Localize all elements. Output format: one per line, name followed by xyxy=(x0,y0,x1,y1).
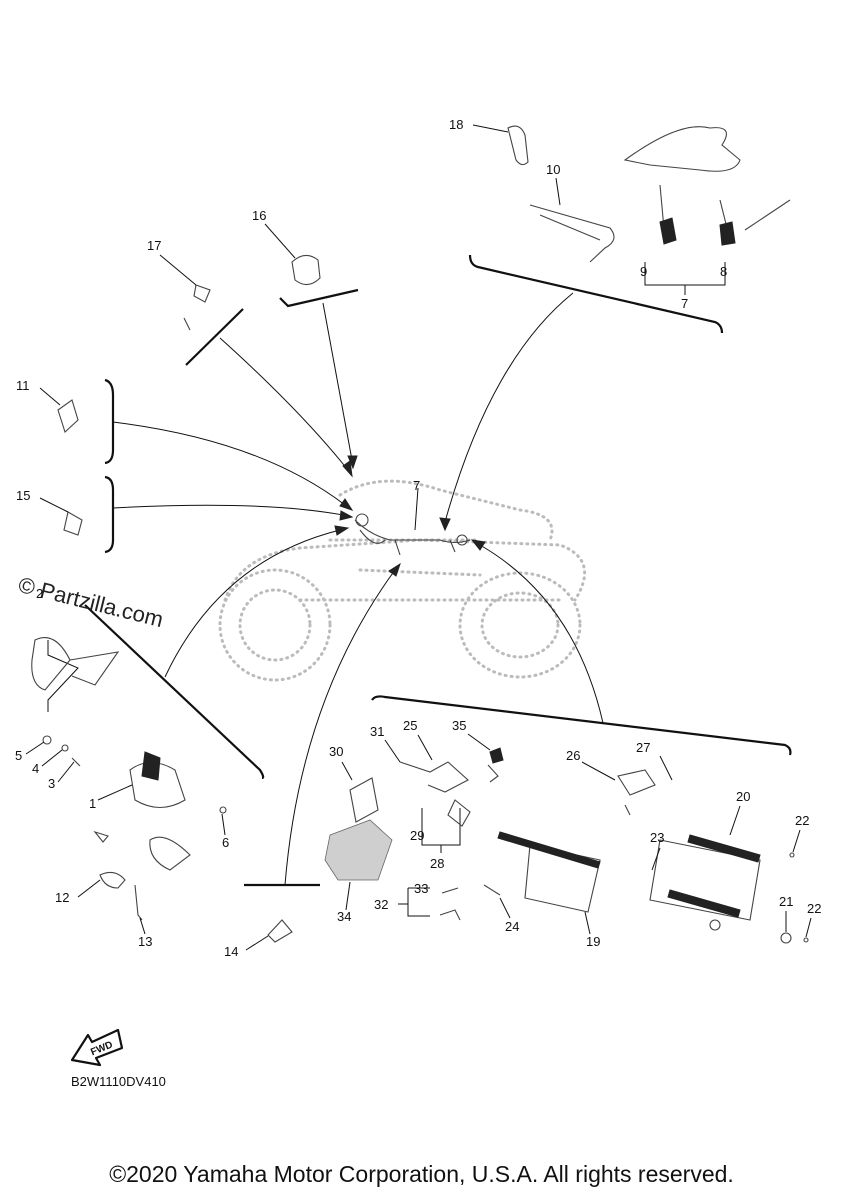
fwd-arrow-icon: FWD xyxy=(70,1028,124,1067)
callout-4: 4 xyxy=(32,761,39,776)
callout-22-bottom: 22 xyxy=(807,901,821,916)
callout-24: 24 xyxy=(505,919,519,934)
callout-17: 17 xyxy=(147,238,161,253)
callout-2: 2 xyxy=(36,586,43,601)
callout-19: 19 xyxy=(586,934,600,949)
callout-9: 9 xyxy=(640,264,647,279)
callout-34: 34 xyxy=(337,909,351,924)
callout-11: 11 xyxy=(16,378,30,393)
callout-7-center: 7 xyxy=(413,478,420,493)
callout-16: 16 xyxy=(252,208,266,223)
callout-33: 33 xyxy=(414,881,428,896)
vehicle-outline xyxy=(218,479,586,682)
callout-15: 15 xyxy=(16,488,30,503)
callout-29: 29 xyxy=(410,828,424,843)
callout-23: 23 xyxy=(650,830,664,845)
callout-8: 8 xyxy=(720,264,727,279)
callout-35: 35 xyxy=(452,718,466,733)
callout-25: 25 xyxy=(403,718,417,733)
callout-21: 21 xyxy=(779,894,793,909)
callout-31: 31 xyxy=(370,724,384,739)
part-sketches xyxy=(31,125,809,944)
callout-20: 20 xyxy=(736,789,750,804)
callout-28: 28 xyxy=(430,856,444,871)
callout-12: 12 xyxy=(55,890,69,905)
callout-30: 30 xyxy=(329,744,343,759)
callout-26: 26 xyxy=(566,748,580,763)
callout-3: 3 xyxy=(48,776,55,791)
callout-18: 18 xyxy=(449,117,463,132)
callout-22-top: 22 xyxy=(795,813,809,828)
callout-13: 13 xyxy=(138,934,152,949)
diagram-code: B2W1110DV410 xyxy=(71,1074,166,1089)
callout-6: 6 xyxy=(222,835,229,850)
callout-32: 32 xyxy=(374,897,388,912)
pointer-lines xyxy=(47,254,792,917)
main-wire-harness[interactable] xyxy=(354,513,471,556)
callout-14: 14 xyxy=(224,944,238,959)
callout-27: 27 xyxy=(636,740,650,755)
callout-1: 1 xyxy=(89,796,96,811)
callout-5: 5 xyxy=(15,748,22,763)
callout-numbers: 18 10 9 8 7 16 17 11 15 7 2 5 4 3 1 6 12… xyxy=(15,117,821,959)
callout-10: 10 xyxy=(546,162,560,177)
callout-7-top: 7 xyxy=(681,296,688,311)
copyright-notice: ©2020 Yamaha Motor Corporation, U.S.A. A… xyxy=(109,1161,734,1187)
